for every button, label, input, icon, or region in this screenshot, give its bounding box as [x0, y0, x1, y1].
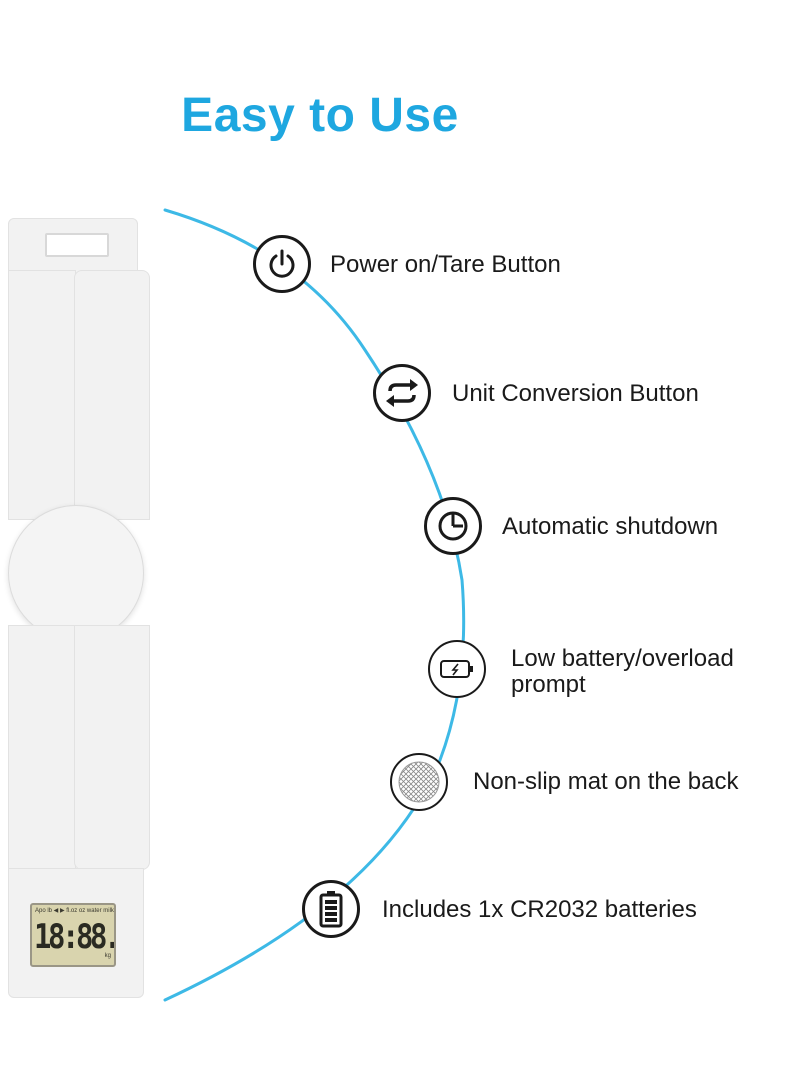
power-icon: [253, 235, 311, 293]
low-battery-icon: [428, 640, 486, 698]
feature-label-low-battery-line2: prompt: [511, 671, 586, 698]
auto-shutdown-icon: [424, 497, 482, 555]
unit-conversion-icon: [373, 364, 431, 422]
battery-icon: [302, 880, 360, 938]
page-title: Easy to Use: [181, 89, 459, 142]
feature-label-auto-shutdown: Automatic shutdown: [502, 513, 719, 540]
feature-label-unit-conversion: Unit Conversion Button: [452, 380, 699, 407]
feature-label-non-slip-mat: Non-slip mat on the back: [473, 768, 739, 795]
feature-label-battery: Includes 1x CR2032 batteries: [382, 896, 697, 923]
non-slip-mat-icon: [390, 753, 448, 811]
feature-label-power: Power on/Tare Button: [330, 251, 561, 278]
feature-label-low-battery-line1: Low battery/overload: [511, 645, 734, 672]
feature-label-low-battery: Low battery/overload prompt: [511, 646, 734, 698]
